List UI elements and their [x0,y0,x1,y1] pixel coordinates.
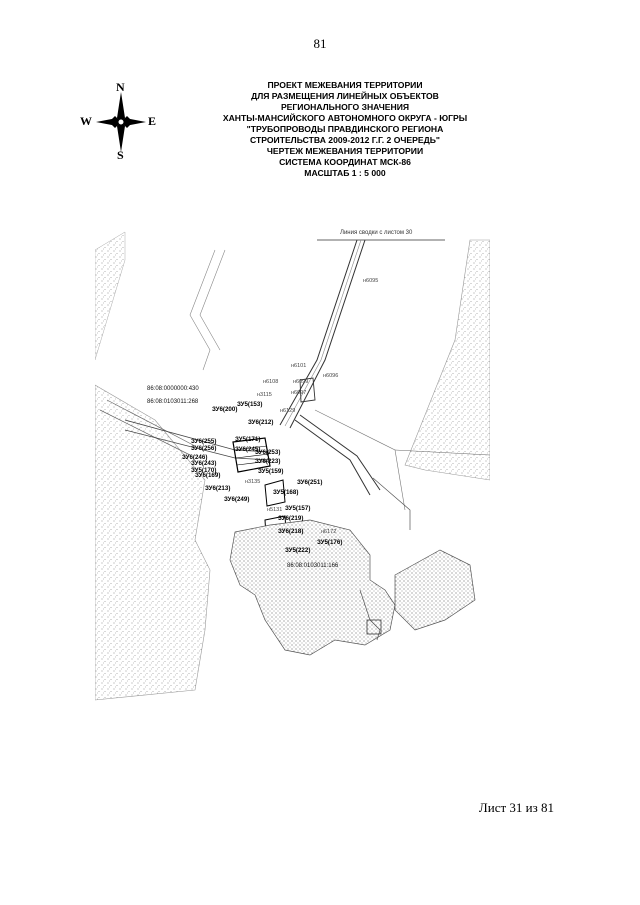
compass-north: N [116,80,125,94]
land-plot [264,479,286,507]
sheet-number: Лист 31 из 81 [478,800,554,815]
title-line: ДЛЯ РАЗМЕЩЕНИЯ ЛИНЕЙНЫХ ОБЪЕКТОВ [251,91,439,101]
drawing-title: ПРОЕКТ МЕЖЕВАНИЯ ТЕРРИТОРИИ ДЛЯ РАЗМЕЩЕН… [180,80,510,179]
plot-label: ЗУ6(213) [205,485,230,492]
compass-east: E [148,114,157,128]
pipeline-corridor-w [124,429,271,461]
survey-point-label: н6129 [280,408,295,414]
plot-label: ЗУ6(246) [182,454,207,461]
pipeline-corridor [279,239,358,426]
survey-point-label: н6096 [323,373,338,379]
access-road [359,589,381,641]
structure-box [366,619,382,635]
survey-point-label: н6108 [263,379,278,385]
plot-label: ЗУ6(212) [248,419,273,426]
plot-label: ЗУ6(219) [278,515,303,522]
title-line: ЧЕРТЕЖ МЕЖЕВАНИЯ ТЕРРИТОРИИ [266,146,424,156]
plot-label: ЗУ5(153) [237,401,262,408]
stippled-area-nw [95,231,126,361]
contour-line [199,249,226,351]
road-west [99,399,196,456]
compass-star-icon [96,92,146,152]
compass-south: S [117,148,124,162]
survey-point-label: н6101 [291,363,306,369]
title-line: ПРОЕКТ МЕЖЕВАНИЯ ТЕРРИТОРИИ [267,80,423,90]
industrial-site-east [394,549,476,631]
pipeline-corridor [289,239,366,429]
plot-hatching [234,445,271,466]
survey-point-label: н6097 [291,390,306,396]
plot-label: ЗУ6(218) [278,528,303,535]
survey-point-label: н3115 [257,392,272,398]
cadastral-map: Линия сводки с листом 30 86:08:0000000:4… [95,230,490,701]
pipeline-corridor-se [294,419,371,496]
plot-label: ЗУ6(251) [297,479,322,486]
plot-label: ЗУ6(169) [195,472,220,479]
stippled-area-west [95,384,211,701]
title-line: СТРОИТЕЛЬСТВА 2009-2012 Г.Г. 2 ОЧЕРЕДЬ" [249,135,440,145]
plot-label: ЗУ5(222) [285,547,310,554]
plot-label: ЗУ5(176) [317,539,342,546]
title-line: РЕГИОНАЛЬНОГО ЗНАЧЕНИЯ [280,102,410,112]
plot-label: ЗУ5(170) [191,467,216,474]
contour-line [189,249,216,371]
plot-label: ЗУ5(159) [258,468,283,475]
land-plot [299,377,316,403]
plot-label: ЗУ5(157) [285,505,310,512]
compass-west: W [80,114,92,128]
boundary-line [394,449,490,456]
survey-point-label: н6095 [363,278,378,284]
title-line: ХАНТЫ-МАНСИЙСКОГО АВТОНОМНОГО ОКРУГА - Ю… [222,113,468,123]
cadastral-number: 86:08:0103011:268 [147,399,199,405]
plot-label: ЗУ6(200) [212,406,237,413]
compass-rose: N S W E [80,80,157,162]
plot-label: ЗУ6(253) [255,449,280,456]
match-line-label: Линия сводки с листом 30 [340,230,413,236]
plot-label: ЗУ6(249) [224,496,249,503]
title-line: МАСШТАБ 1 : 5 000 [304,168,386,178]
cadastral-number: 86:08:0103011:166 [287,563,339,569]
survey-point-label: н5131 [267,507,282,513]
road [372,477,411,530]
title-line: СИСТЕМА КООРДИНАТ МСК-86 [279,157,411,167]
plot-label: ЗУ6(255) [191,438,216,445]
plot-label: ЗУ5(168) [273,489,298,496]
title-line: "ТРУБОПРОВОДЫ ПРАВДИНСКОГО РЕГИОНА [246,124,444,134]
industrial-site [229,519,396,656]
plot-label: ЗУ6(243) [191,460,216,467]
pipeline-corridor-se [299,414,381,491]
land-plot-cluster [232,437,271,473]
survey-point-label: н6099 [293,379,308,385]
plot-label: ЗУ6(223) [255,458,280,465]
plot-label: ЗУ6(256) [191,445,216,452]
stippled-area-east [404,239,490,481]
plot-label: ЗУ5(171) [235,436,260,443]
page-number: 81 [313,36,327,51]
survey-point-label: н3135 [245,479,260,485]
cadastral-number: 86:08:0000000:430 [147,386,199,392]
plot-label: ЗУ6(245) [235,446,260,453]
pipeline-axis [284,239,362,427]
survey-point-label: н6172 [321,529,336,535]
boundary-line [314,409,406,511]
